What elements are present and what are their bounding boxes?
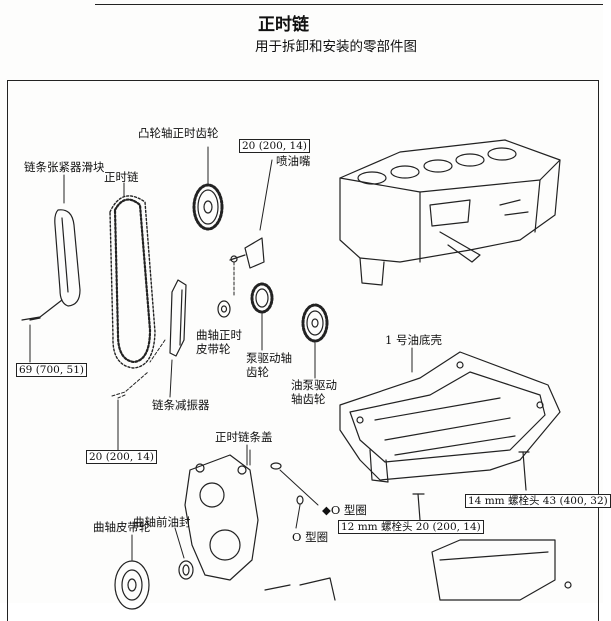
- header-rule: [95, 4, 603, 5]
- page-subtitle: 用于拆卸和安装的零部件图: [255, 39, 417, 55]
- label-chain-damper: 链条减振器: [152, 398, 210, 412]
- oil-nozzle: [229, 159, 273, 296]
- o-rings: [270, 462, 319, 529]
- label-o-ring-1: ◆O 型圈: [322, 503, 367, 517]
- torque-bolt-12mm: 12 mm 螺栓头 20 (200, 14): [338, 520, 484, 534]
- page-title: 正时链: [258, 15, 309, 35]
- timing-chain: [109, 195, 156, 369]
- label-o-ring-2: O 型圈: [292, 530, 329, 544]
- label-timing-chain: 正时链: [104, 170, 139, 184]
- label-pump-drive-gear-line2: 齿轮: [246, 365, 269, 379]
- label-oil-pump-drive-gear-line1: 油泵驱动: [291, 378, 337, 392]
- crankshaft-timing-pulley: [217, 300, 231, 318]
- label-crankshaft-timing-pulley-line2: 皮带轮: [196, 342, 231, 356]
- label-crankshaft-pulley: 曲轴皮带轮: [93, 520, 151, 534]
- label-oil-pump-drive-gear-line2: 轴齿轮: [291, 392, 326, 406]
- label-pump-drive-gear-line1: 泵驱动轴: [246, 351, 292, 365]
- pan-bolts: [412, 451, 530, 521]
- strainer-parts: [264, 577, 572, 601]
- timing-chain-cover: [184, 449, 259, 581]
- chain-damper: [111, 279, 187, 399]
- label-chain-tensioner-slipper: 链条张紧器滑块: [24, 160, 105, 174]
- diagram-frame: [7, 80, 599, 621]
- torque-nozzle: 20 (200, 14): [239, 139, 310, 153]
- camshaft-timing-gear: [192, 146, 224, 231]
- label-oil-pan-no1: 1 号油底壳: [385, 333, 442, 347]
- label-crankshaft-front-oil-seal: 曲轴前油封: [133, 515, 191, 529]
- exploded-view-drawing: [21, 139, 572, 610]
- torque-tensioner: 69 (700, 51): [16, 363, 87, 377]
- label-timing-chain-cover: 正时链条盖: [215, 430, 273, 444]
- crankshaft-front-oil-seal: [174, 527, 194, 580]
- label-oil-nozzle: 喷油嘴: [276, 154, 311, 168]
- page: 正时链 用于拆卸和安装的零部件图: [7, 4, 611, 621]
- chain-tensioner-slipper: [21, 209, 81, 321]
- label-crankshaft-timing-pulley-line1: 曲轴正时: [196, 328, 242, 342]
- oil-pan-no2: [431, 539, 556, 601]
- label-camshaft-timing-gear: 凸轮轴正时齿轮: [138, 126, 219, 140]
- torque-bolt-14mm: 14 mm 螺栓头 43 (400, 32): [465, 494, 611, 508]
- cylinder-block: [339, 139, 561, 286]
- oil-pan-no1: [339, 347, 561, 483]
- torque-damper: 20 (200, 14): [86, 450, 157, 464]
- leader-lines: [29, 174, 248, 466]
- crankshaft-pulley: [114, 534, 150, 610]
- oil-pump-drive-gear: [301, 303, 329, 379]
- pump-drive-shaft-gear: [250, 282, 274, 351]
